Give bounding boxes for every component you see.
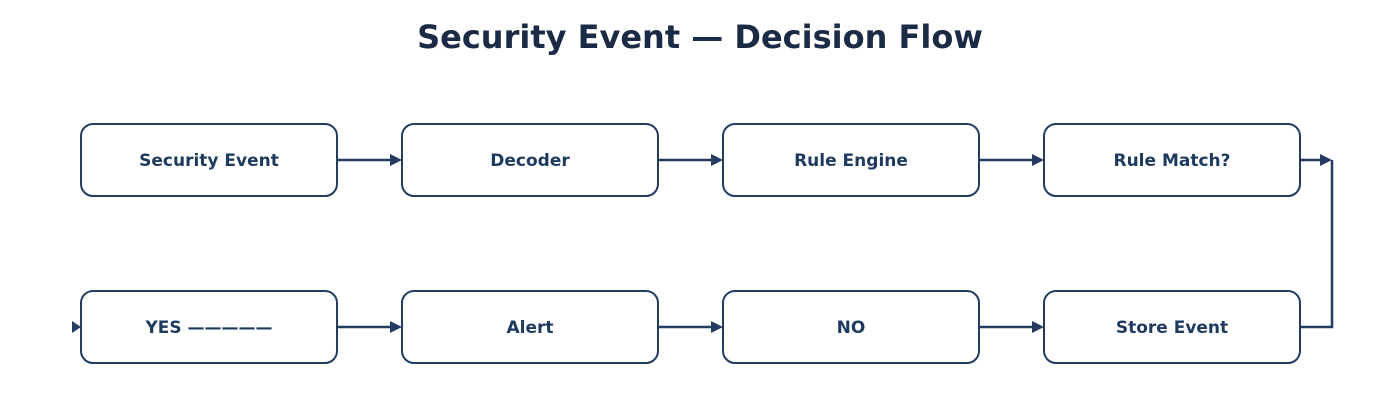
- arrowhead-icon: [1032, 154, 1044, 166]
- node-alert: Alert: [401, 290, 659, 364]
- node-store-event: Store Event: [1043, 290, 1301, 364]
- node-rule-match: Rule Match?: [1043, 123, 1301, 197]
- node-label: NO: [837, 318, 866, 338]
- node-security-event: Security Event: [80, 123, 338, 197]
- arrowhead-icon: [390, 321, 402, 333]
- node-label: Security Event: [139, 151, 279, 171]
- node-decoder: Decoder: [401, 123, 659, 197]
- node-yes: YES —————: [80, 290, 338, 364]
- edges-layer: [72, 154, 1334, 333]
- node-label: YES —————: [144, 318, 272, 338]
- node-no: NO: [722, 290, 980, 364]
- arrowhead-icon: [711, 321, 723, 333]
- node-label: Alert: [506, 318, 553, 338]
- arrowhead-icon: [390, 154, 402, 166]
- arrowhead-icon: [1320, 154, 1332, 166]
- node-label: Decoder: [490, 151, 570, 171]
- node-label: Rule Match?: [1113, 151, 1230, 171]
- node-label: Rule Engine: [794, 151, 908, 171]
- diagram-title: Security Event — Decision Flow: [417, 18, 983, 56]
- arrowhead-icon: [1032, 321, 1044, 333]
- arrowhead-icon: [72, 321, 81, 333]
- node-label: Store Event: [1116, 318, 1228, 338]
- node-rule-engine: Rule Engine: [722, 123, 980, 197]
- nodes-layer: Security Event Decoder Rule Engine Rule …: [80, 123, 1301, 364]
- arrowhead-icon: [711, 154, 723, 166]
- edge-wrap-connector: [1301, 160, 1334, 329]
